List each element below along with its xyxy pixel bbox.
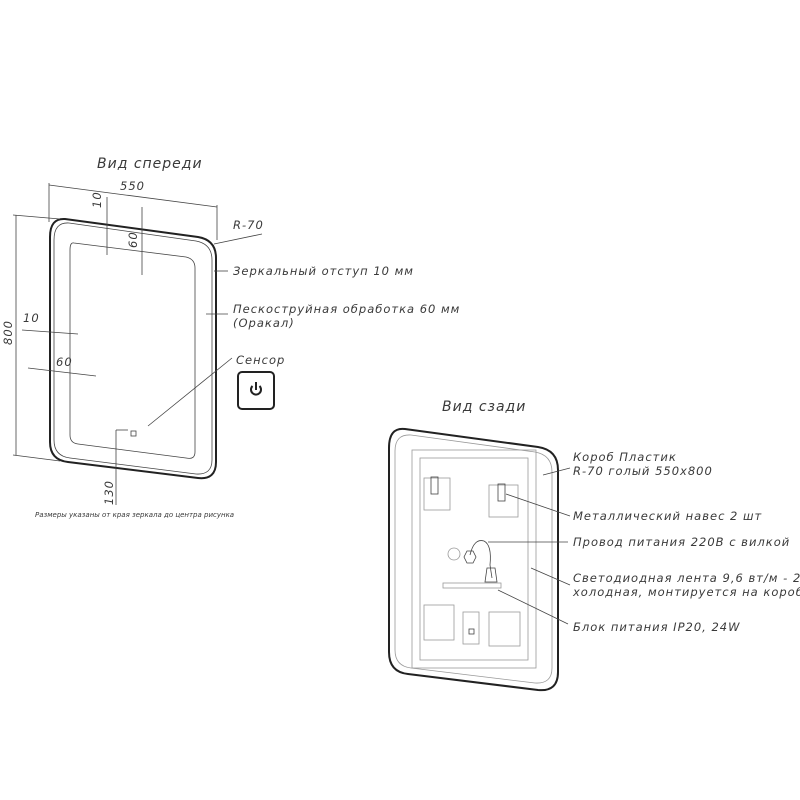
offset-label: Зеркальный отступ 10 мм	[233, 264, 414, 278]
box-label: Короб Пластик	[573, 450, 677, 464]
hanger-label: Металлический навес 2 шт	[573, 509, 762, 523]
dim-left-offset: 10	[23, 311, 40, 325]
hanger-left	[430, 476, 439, 495]
sensor-button	[237, 371, 275, 410]
sensor-label: Сенсор	[236, 353, 285, 367]
led-label: Светодиодная лента 9,6 вт/м - 2 м.п.	[573, 571, 800, 585]
mirror-outline	[49, 217, 217, 480]
back-view-title: Вид сзади	[442, 399, 526, 415]
box-outline	[388, 427, 559, 692]
power-icon	[250, 382, 262, 396]
box-label-2: R-70 голый 550х800	[573, 464, 713, 478]
dim-sensor: 130	[102, 480, 116, 505]
dim-top-sand: 60	[126, 231, 140, 248]
hanger-right	[497, 483, 506, 502]
led-label-2: холодная, монтируется на короб	[572, 585, 800, 599]
dim-left-sand: 60	[56, 355, 73, 369]
cable-label: Провод питания 220В с вилкой	[573, 535, 790, 549]
front-view-title: Вид спереди	[97, 156, 203, 172]
sand-label-2: (Оракал)	[233, 316, 295, 330]
dim-top-offset: 10	[90, 191, 104, 208]
back-view: Вид сзади Короб Пластик R-70 голый 550х8…	[388, 399, 800, 692]
sand-label: Пескоструйная обработка 60 мм	[233, 302, 460, 316]
dim-width: 550	[120, 179, 145, 193]
psu	[442, 582, 502, 589]
dim-height: 800	[1, 320, 15, 345]
power-cable	[469, 540, 493, 579]
radius-label: R-70	[233, 218, 264, 232]
front-view: Вид спереди 550 800 10 60 10 60 130 R-70	[1, 156, 460, 519]
mirror-clear-area	[69, 242, 196, 459]
footnote: Размеры указаны от края зеркала до центр…	[35, 511, 234, 519]
psu-label: Блок питания IP20, 24W	[573, 620, 740, 634]
